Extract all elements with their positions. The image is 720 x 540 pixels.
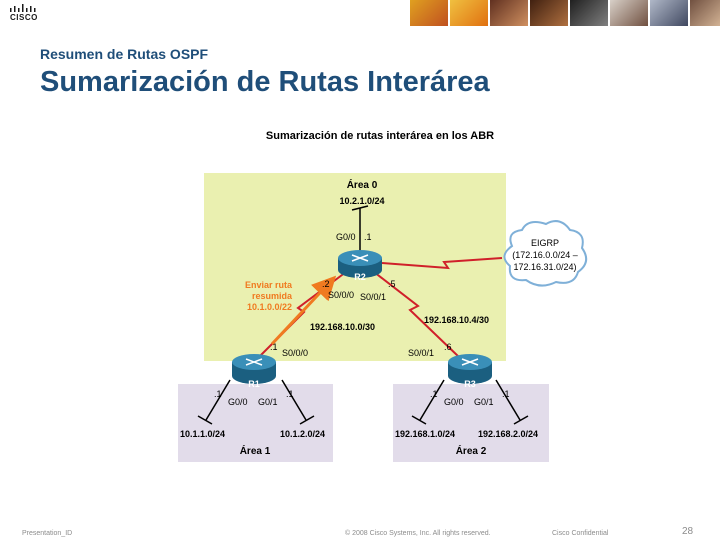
photo-strip — [408, 0, 720, 26]
summary-arrow — [270, 275, 337, 346]
r2-s000-label: S0/0/0 — [328, 290, 354, 300]
banner-photo — [490, 0, 528, 26]
eigrp-line1: EIGRP — [531, 238, 559, 248]
router-r3-icon — [448, 354, 492, 384]
r3-right-dot: .1 — [502, 389, 510, 399]
r3-g01-end — [513, 415, 529, 425]
r1-g00-label: G0/0 — [228, 397, 248, 407]
area0-lan-end — [351, 205, 369, 211]
slide-kicker: Resumen de Rutas OSPF — [40, 46, 209, 62]
r3-s-dot: .6 — [444, 342, 452, 352]
area1-right-net: 10.1.2.0/24 — [280, 429, 325, 439]
r1-g00-link — [205, 379, 231, 421]
cisco-wordmark: CISCO — [10, 13, 38, 22]
area0-network: 10.2.1.0/24 — [339, 196, 384, 206]
eigrp-cloud — [503, 220, 588, 287]
link-r2-r3-label: 192.168.10.4/30 — [424, 315, 489, 325]
r3-name: R3 — [464, 379, 476, 389]
area0-label: Área 0 — [347, 178, 378, 191]
banner-photo — [650, 0, 688, 26]
r1-g01-link — [281, 379, 307, 421]
footer-confidential: Cisco Confidential — [552, 530, 609, 537]
eigrp-line2: (172.16.0.0/24 – — [512, 250, 578, 260]
r3-s001-label: S0/0/1 — [408, 348, 434, 358]
eigrp-line3: 172.16.31.0/24) — [513, 262, 576, 272]
r1-g01-label: G0/1 — [258, 397, 278, 407]
r3-g00-label: G0/0 — [444, 397, 464, 407]
footer-copyright: © 2008 Cisco Systems, Inc. All rights re… — [345, 530, 491, 537]
r3-left-dot: .1 — [430, 389, 438, 399]
area2-right-net: 192.168.2.0/24 — [478, 429, 538, 439]
r1-left-dot: .1 — [214, 389, 222, 399]
r2-right-dot: .5 — [388, 279, 396, 289]
cisco-logo — [10, 4, 36, 12]
banner-photo — [450, 0, 488, 26]
figure-title: Sumarización de rutas interárea en los A… — [265, 130, 495, 142]
r1-name: R1 — [248, 379, 260, 389]
area2-zone — [393, 384, 549, 462]
area1-zone — [178, 384, 333, 462]
router-r1-icon — [232, 354, 276, 384]
top-banner: CISCO — [0, 0, 720, 26]
r1-g00-end — [197, 415, 213, 425]
r1-s000-label: S0/0/0 — [282, 348, 308, 358]
area1-left-net: 10.1.1.0/24 — [180, 429, 225, 439]
banner-photo — [530, 0, 568, 26]
area1-label: Área 1 — [240, 444, 271, 457]
r2-left-dot: .2 — [322, 279, 330, 289]
send-label-line2: resumida — [252, 291, 293, 301]
banner-photo — [610, 0, 648, 26]
page-number: 28 — [682, 526, 694, 537]
area2-label: Área 2 — [456, 444, 487, 457]
r3-g00-end — [411, 415, 427, 425]
r3-g01-label: G0/1 — [474, 397, 494, 407]
r3-g00-link — [419, 379, 445, 421]
r1-g01-end — [299, 415, 315, 425]
r3-g01-link — [495, 379, 521, 421]
router-r2-icon — [338, 250, 382, 278]
link-r1-r2-label: 192.168.10.0/30 — [310, 322, 375, 332]
r2-name: R2 — [354, 272, 366, 282]
r2-g00-label: G0/0 — [336, 232, 356, 242]
r2-s001-label: S0/0/1 — [360, 292, 386, 302]
footer-presentation-id: Presentation_ID — [22, 530, 73, 537]
serial-link-r2-r3 — [373, 271, 461, 359]
area2-left-net: 192.168.1.0/24 — [395, 429, 455, 439]
banner-photo — [410, 0, 448, 26]
banner-photo — [690, 0, 720, 26]
send-label-line1: Enviar ruta — [245, 280, 293, 290]
serial-link-r2-eigrp — [381, 257, 503, 270]
banner-photo — [570, 0, 608, 26]
slide-title: Sumarización de Rutas Interárea — [40, 66, 490, 98]
r1-s-dot: .1 — [270, 342, 278, 352]
r2-g-dot: .1 — [364, 232, 372, 242]
r1-right-dot: .1 — [286, 389, 294, 399]
send-label-line3: 10.1.0.0/22 — [247, 302, 292, 312]
